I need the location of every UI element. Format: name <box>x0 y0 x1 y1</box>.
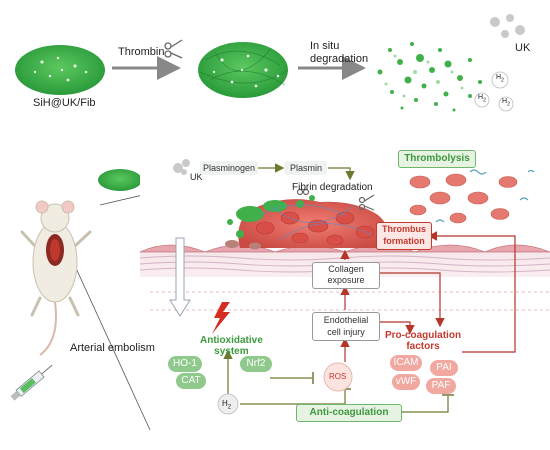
nrf2-pill: Nrf2 <box>240 356 272 372</box>
h2-subscript: 2 <box>507 101 510 107</box>
procoag-line2: factors <box>384 341 462 352</box>
endothelial-line1: Endothelial <box>313 314 379 326</box>
mouse-illustration <box>22 201 90 355</box>
h2-label-top-2: H2 <box>478 94 486 103</box>
floating-gel-1 <box>98 169 142 191</box>
h2-label-top-3: H2 <box>502 98 510 107</box>
arterial-embolism-label: Arterial embolism <box>70 342 155 354</box>
uk-label-top: UK <box>515 42 530 54</box>
thrombus-formation-line1: Thrombus <box>377 223 431 235</box>
anticoag-inhibits-procoag <box>400 396 448 412</box>
collagen-exposure-box: Collagen exposure <box>312 262 380 289</box>
plasminogen-box: Plasminogen <box>200 161 258 175</box>
antioxidative-label: Antioxidative system <box>200 335 263 357</box>
thrombin-label: Thrombin <box>118 46 164 58</box>
h2-subscript: 2 <box>501 77 504 83</box>
endothelial-injury-box: Endothelial cell injury <box>312 312 380 341</box>
sih-hydrogel-disc <box>15 45 105 95</box>
collagen-to-procoag-arrow <box>380 273 440 325</box>
plasmin-box: Plasmin <box>285 161 327 175</box>
syringe-icon <box>10 362 55 402</box>
in-situ-label: In situ <box>310 40 339 52</box>
h2-inhibits-ros <box>240 390 345 404</box>
h2-subscript: 2 <box>483 97 486 103</box>
dashed-lines <box>150 292 550 310</box>
anti-coagulation-box: Anti-coagulation <box>296 404 402 422</box>
ros-label: ROS <box>329 372 346 381</box>
fibrin-degradation-label: Fibrin degradation <box>292 182 373 193</box>
h2-label-top-1: H2 <box>496 74 504 83</box>
procoag-line1: Pro-coagulation <box>384 330 462 341</box>
h2-subscript: 2 <box>228 405 231 411</box>
thrombus-formation-box: Thrombus formation <box>376 222 432 250</box>
collagen-line1: Collagen <box>313 264 379 275</box>
procoag-label: Pro-coagulation factors <box>384 330 462 352</box>
ho1-pill: HO-1 <box>168 356 202 372</box>
sih-label: SiH@UK/Fib <box>33 97 96 109</box>
vwf-pill: vWF <box>392 374 420 390</box>
thrombolysis-box: Thrombolysis <box>398 150 476 168</box>
pai-pill: PAI <box>430 360 458 376</box>
antioxidative-line1: Antioxidative <box>200 335 263 346</box>
icam-pill: ICAM <box>390 355 422 371</box>
degradation-label: degradation <box>310 53 368 65</box>
lightning-icon <box>212 302 230 334</box>
thrombus-formation-line2: formation <box>377 235 431 247</box>
h2-label-bottom: H2 <box>222 399 231 411</box>
endothelial-line2: cell injury <box>313 326 379 338</box>
degraded-particles <box>378 42 483 112</box>
degraded-particles-light <box>385 55 464 98</box>
cat-pill: CAT <box>176 373 206 389</box>
paf-pill: PAF <box>426 378 456 394</box>
collagen-line2: exposure <box>313 275 379 286</box>
uk-molecules-top <box>490 14 525 38</box>
scissors-icon <box>165 40 182 58</box>
